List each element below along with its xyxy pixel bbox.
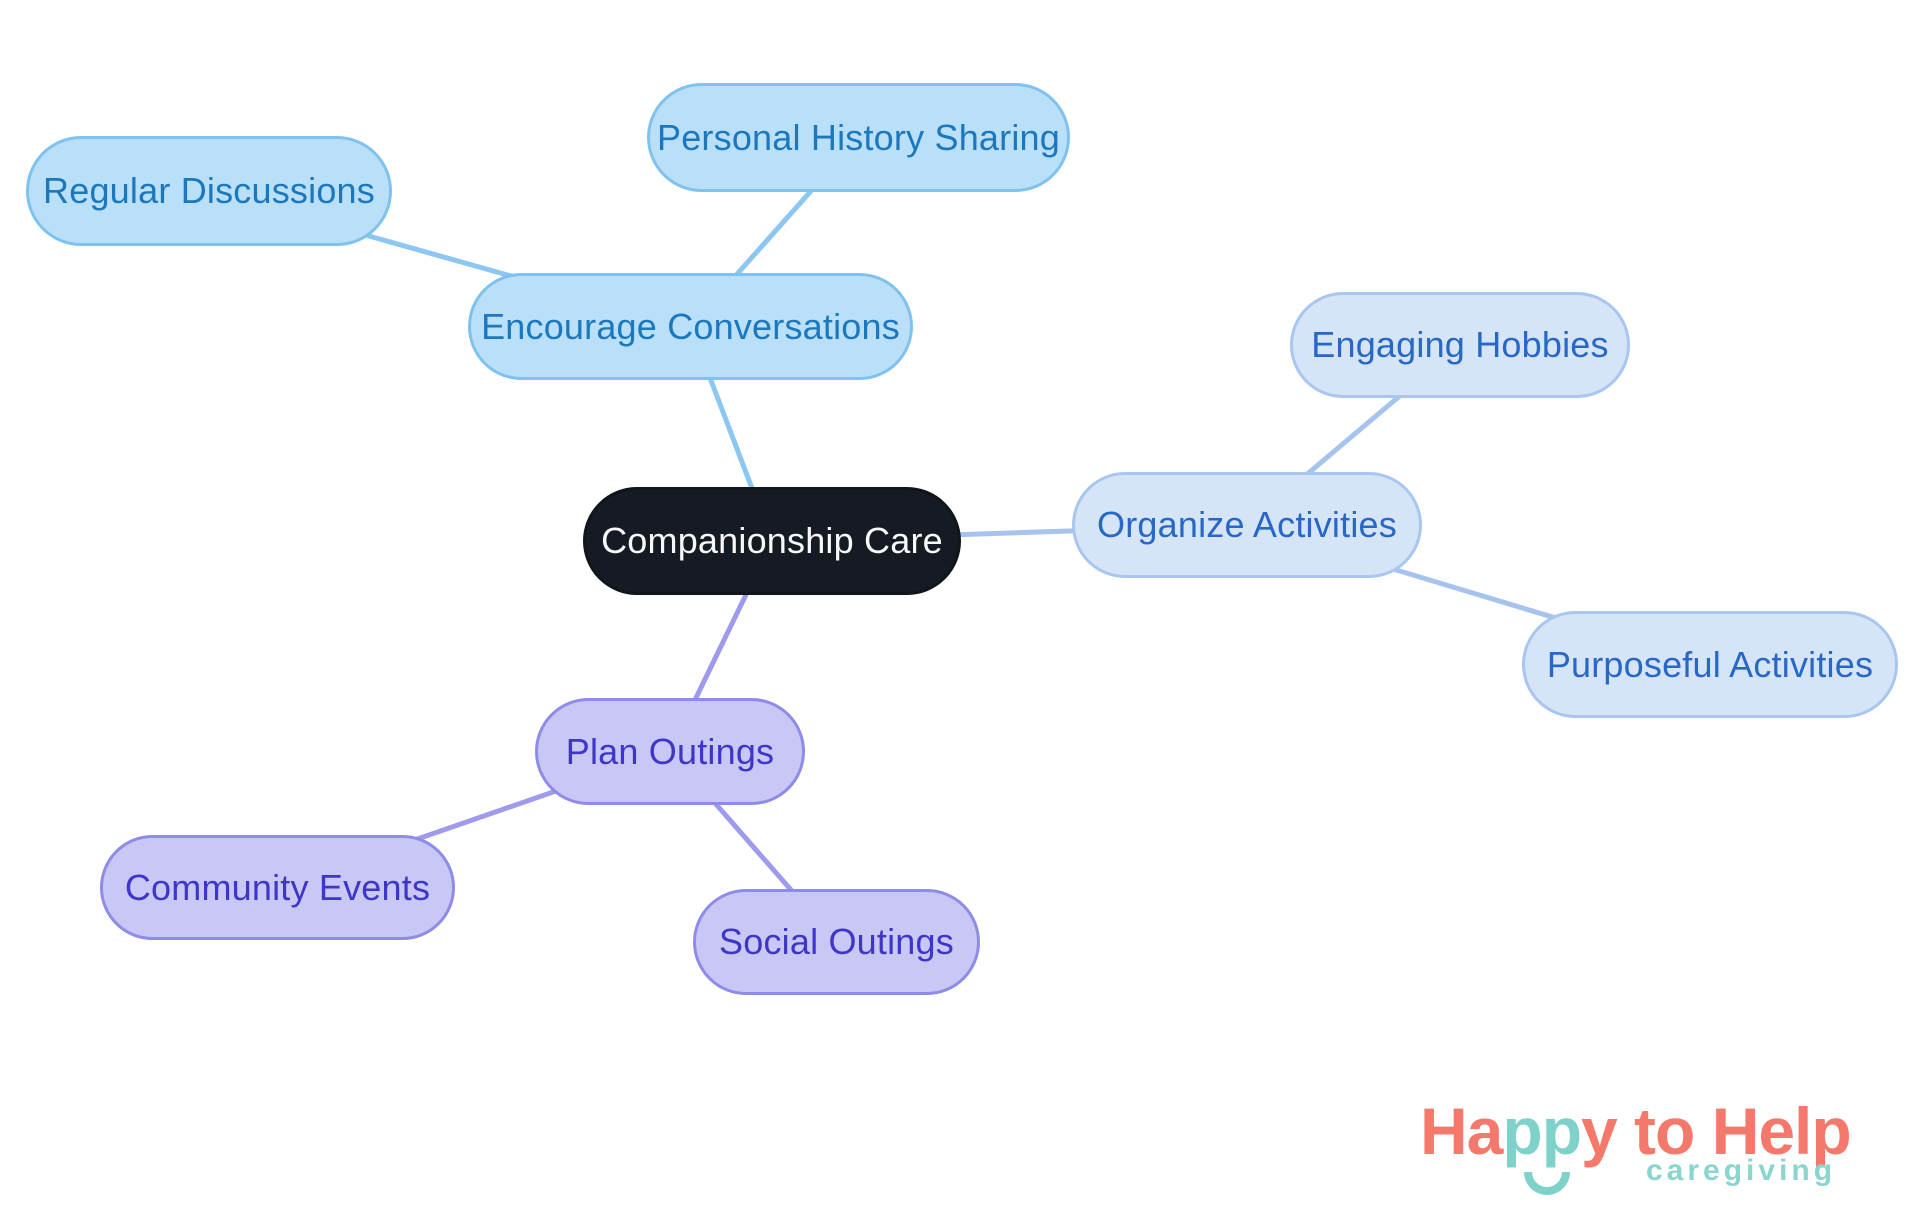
node-community-events: Community Events bbox=[100, 835, 455, 940]
node-label: Plan Outings bbox=[565, 730, 775, 772]
node-social-outings: Social Outings bbox=[693, 889, 980, 995]
logo-tagline: caregiving bbox=[1646, 1154, 1837, 1187]
node-companionship-care: Companionship Care bbox=[583, 487, 961, 595]
node-label: Personal History Sharing bbox=[657, 116, 1060, 158]
node-label: Social Outings bbox=[719, 921, 954, 962]
logo-wordmark-rest: y to Help bbox=[1581, 1094, 1852, 1168]
happy-to-help-logo: Happy to Help caregiving bbox=[1420, 1098, 1900, 1208]
node-organize-activities: Organize Activities bbox=[1072, 472, 1422, 578]
node-label: Companionship Care bbox=[601, 520, 943, 561]
node-label: Organize Activities bbox=[1097, 504, 1397, 545]
node-label: Community Events bbox=[124, 866, 431, 908]
node-personal-history-sharing: Personal History Sharing bbox=[647, 83, 1070, 192]
node-purposeful-activities: Purposeful Activities bbox=[1522, 611, 1898, 718]
logo-wordmark-pp: pp bbox=[1502, 1094, 1582, 1168]
node-plan-outings: Plan Outings bbox=[535, 698, 805, 805]
logo-wordmark: Happy to Help bbox=[1420, 1098, 1900, 1164]
node-label: Regular Discussions bbox=[43, 170, 375, 211]
node-engaging-hobbies: Engaging Hobbies bbox=[1290, 292, 1630, 398]
node-label: Engaging Hobbies bbox=[1311, 324, 1609, 365]
node-encourage-conversations: Encourage Conversations bbox=[468, 273, 913, 380]
logo-wordmark-ha: Ha bbox=[1420, 1094, 1503, 1168]
node-label: Purposeful Activities bbox=[1546, 643, 1874, 685]
smile-icon bbox=[1524, 1172, 1570, 1195]
node-label: Encourage Conversations bbox=[481, 305, 900, 347]
node-regular-discussions: Regular Discussions bbox=[26, 136, 392, 246]
